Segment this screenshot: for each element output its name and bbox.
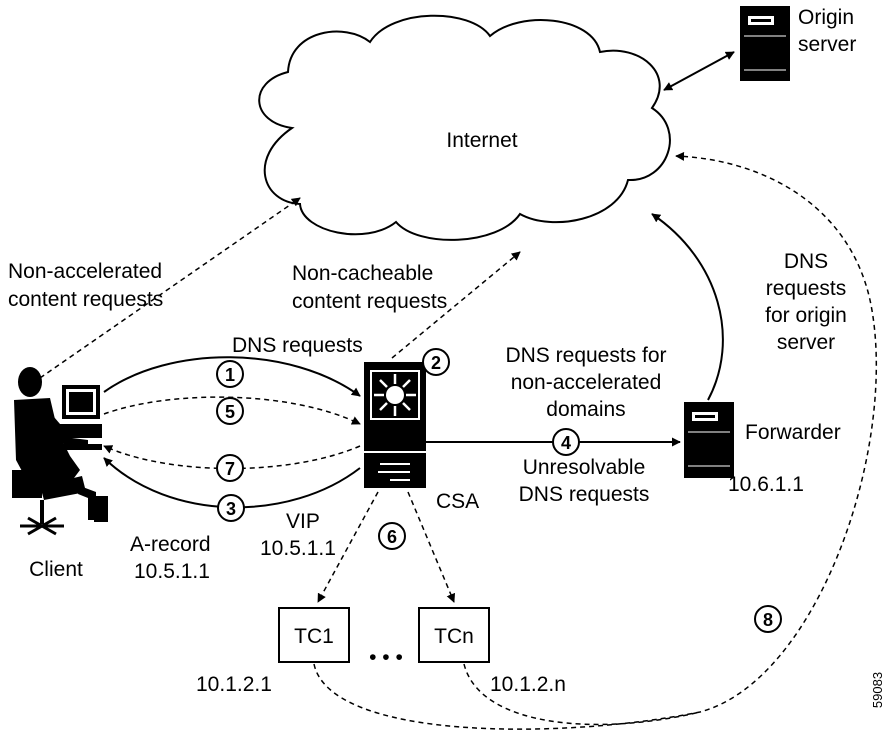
unresolvable-label-line2: DNS requests bbox=[519, 483, 650, 506]
dns-origin-label-line3: for origin bbox=[765, 304, 847, 327]
forwarder-to-internet-arrow bbox=[651, 213, 724, 401]
flow-8-tcn-to-origin bbox=[463, 663, 701, 726]
vip-label-line1: VIP bbox=[286, 510, 320, 533]
step-marker-2: 2 bbox=[422, 348, 450, 376]
svg-text:1: 1 bbox=[225, 365, 235, 385]
step-marker-8: 8 bbox=[754, 605, 782, 633]
dns-origin-label-line2: requests bbox=[766, 277, 847, 300]
flow-6-to-tc1 bbox=[317, 491, 379, 603]
step-marker-7: 7 bbox=[216, 454, 244, 482]
figure-id: 59083 bbox=[870, 672, 885, 708]
client-person-icon bbox=[12, 367, 108, 536]
step-marker-1: 1 bbox=[216, 360, 244, 388]
internet-cloud bbox=[258, 14, 671, 241]
internet-label: Internet bbox=[446, 129, 517, 152]
non-cacheable-label-line2: content requests bbox=[292, 290, 447, 313]
dns-origin-label-line4: server bbox=[777, 331, 835, 354]
step-marker-4: 4 bbox=[552, 428, 580, 456]
svg-text:4: 4 bbox=[561, 433, 571, 453]
flow-1-dns-requests bbox=[103, 356, 361, 397]
svg-text:3: 3 bbox=[226, 499, 236, 519]
flow-7-content-response bbox=[103, 445, 361, 470]
unresolvable-label-line1: Unresolvable bbox=[523, 456, 646, 479]
non-accelerated-label-line1: Non-accelerated bbox=[8, 260, 162, 283]
vip-label-line2: 10.5.1.1 bbox=[260, 537, 336, 560]
csa-switch-icon bbox=[364, 362, 426, 488]
client-label: Client bbox=[29, 558, 83, 581]
forwarder-label: Forwarder bbox=[745, 421, 841, 444]
non-cacheable-request-arrow bbox=[391, 251, 521, 359]
tc1-box bbox=[278, 607, 350, 663]
non-cacheable-label-line1: Non-cacheable bbox=[292, 262, 433, 285]
a-record-label-line1: A-record bbox=[130, 533, 211, 556]
tc-ellipsis: • • • bbox=[369, 646, 403, 669]
non-accelerated-label-line2: content requests bbox=[8, 288, 163, 311]
origin-server-label-line2: server bbox=[798, 33, 856, 56]
dns-non-accel-label-line1: DNS requests for bbox=[505, 344, 666, 367]
forwarder-ip: 10.6.1.1 bbox=[728, 473, 804, 496]
csa-label: CSA bbox=[436, 490, 479, 513]
origin-server-icon bbox=[740, 6, 790, 81]
step-marker-6: 6 bbox=[378, 522, 406, 550]
step-marker-5: 5 bbox=[216, 397, 244, 425]
forwarder-server-icon bbox=[684, 402, 734, 478]
a-record-label-line2: 10.5.1.1 bbox=[134, 560, 210, 583]
dns-non-accel-label-line3: domains bbox=[546, 398, 625, 421]
tcn-box bbox=[418, 607, 490, 663]
client-computer-icon bbox=[60, 385, 102, 450]
dns-requests-label: DNS requests bbox=[232, 334, 363, 357]
origin-internet-link bbox=[663, 51, 735, 91]
svg-text:5: 5 bbox=[225, 402, 235, 422]
svg-text:8: 8 bbox=[763, 610, 773, 630]
tc1-ip: 10.1.2.1 bbox=[196, 673, 272, 696]
svg-text:2: 2 bbox=[431, 353, 441, 373]
tcn-ip: 10.1.2.n bbox=[490, 673, 566, 696]
svg-text:7: 7 bbox=[225, 459, 235, 479]
flow-8-tc1-to-origin bbox=[313, 151, 878, 730]
tcn-label: TCn bbox=[434, 625, 474, 648]
dns-origin-label-line1: DNS bbox=[784, 250, 828, 273]
flow-6-to-tcn bbox=[407, 491, 456, 603]
non-accelerated-request-arrow bbox=[39, 197, 301, 379]
step-marker-3: 3 bbox=[217, 494, 245, 522]
dns-non-accel-label-line2: non-accelerated bbox=[511, 371, 662, 394]
origin-server-label-line1: Origin bbox=[798, 6, 854, 29]
svg-text:6: 6 bbox=[387, 527, 397, 547]
tc1-label: TC1 bbox=[294, 625, 334, 648]
